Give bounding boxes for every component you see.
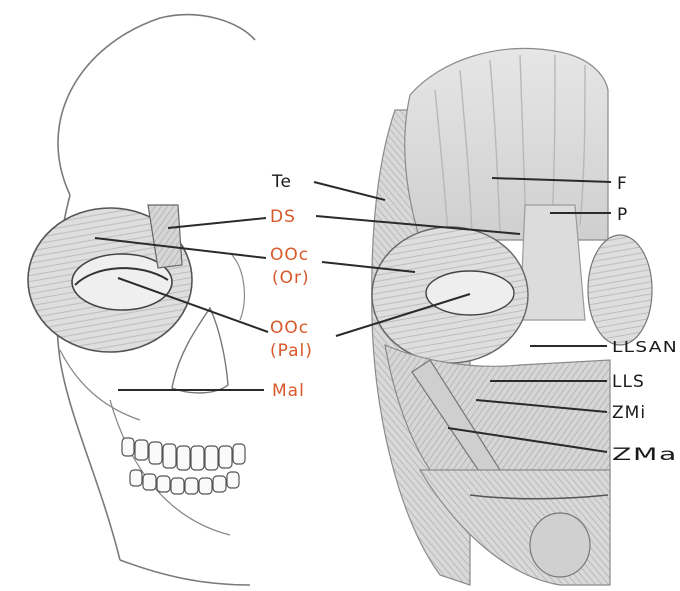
label-zma: ZMa	[612, 445, 678, 465]
label-ooc-or-sub: (Or)	[272, 268, 310, 288]
label-ooc-pal-sub: (Pal)	[270, 341, 313, 361]
label-llsan: LLSAN	[612, 338, 678, 356]
label-ooc-or: OOc	[270, 245, 309, 265]
procerus-nose	[520, 205, 585, 320]
label-zmi: ZMi	[612, 403, 646, 423]
eye-opening-right	[426, 271, 514, 315]
label-lls: LLS	[612, 372, 645, 392]
label-ooc-pal: OOc	[270, 318, 309, 338]
skull-illustration	[28, 15, 255, 585]
teeth-row	[122, 438, 245, 494]
label-p: P	[617, 205, 628, 225]
muscle-illustration	[372, 49, 652, 585]
label-te: Te	[271, 172, 292, 192]
label-ds: DS	[270, 207, 296, 227]
leader-te	[314, 182, 385, 200]
label-mal: Mal	[272, 381, 305, 401]
orbicularis-oculi-far	[588, 235, 652, 345]
nasal-bone	[232, 255, 244, 320]
chin-mentalis	[530, 513, 590, 577]
leader-ds-left	[168, 218, 266, 228]
nasal-cavity	[172, 308, 228, 393]
label-f: F	[617, 174, 628, 194]
frontalis-muscle	[405, 49, 608, 240]
